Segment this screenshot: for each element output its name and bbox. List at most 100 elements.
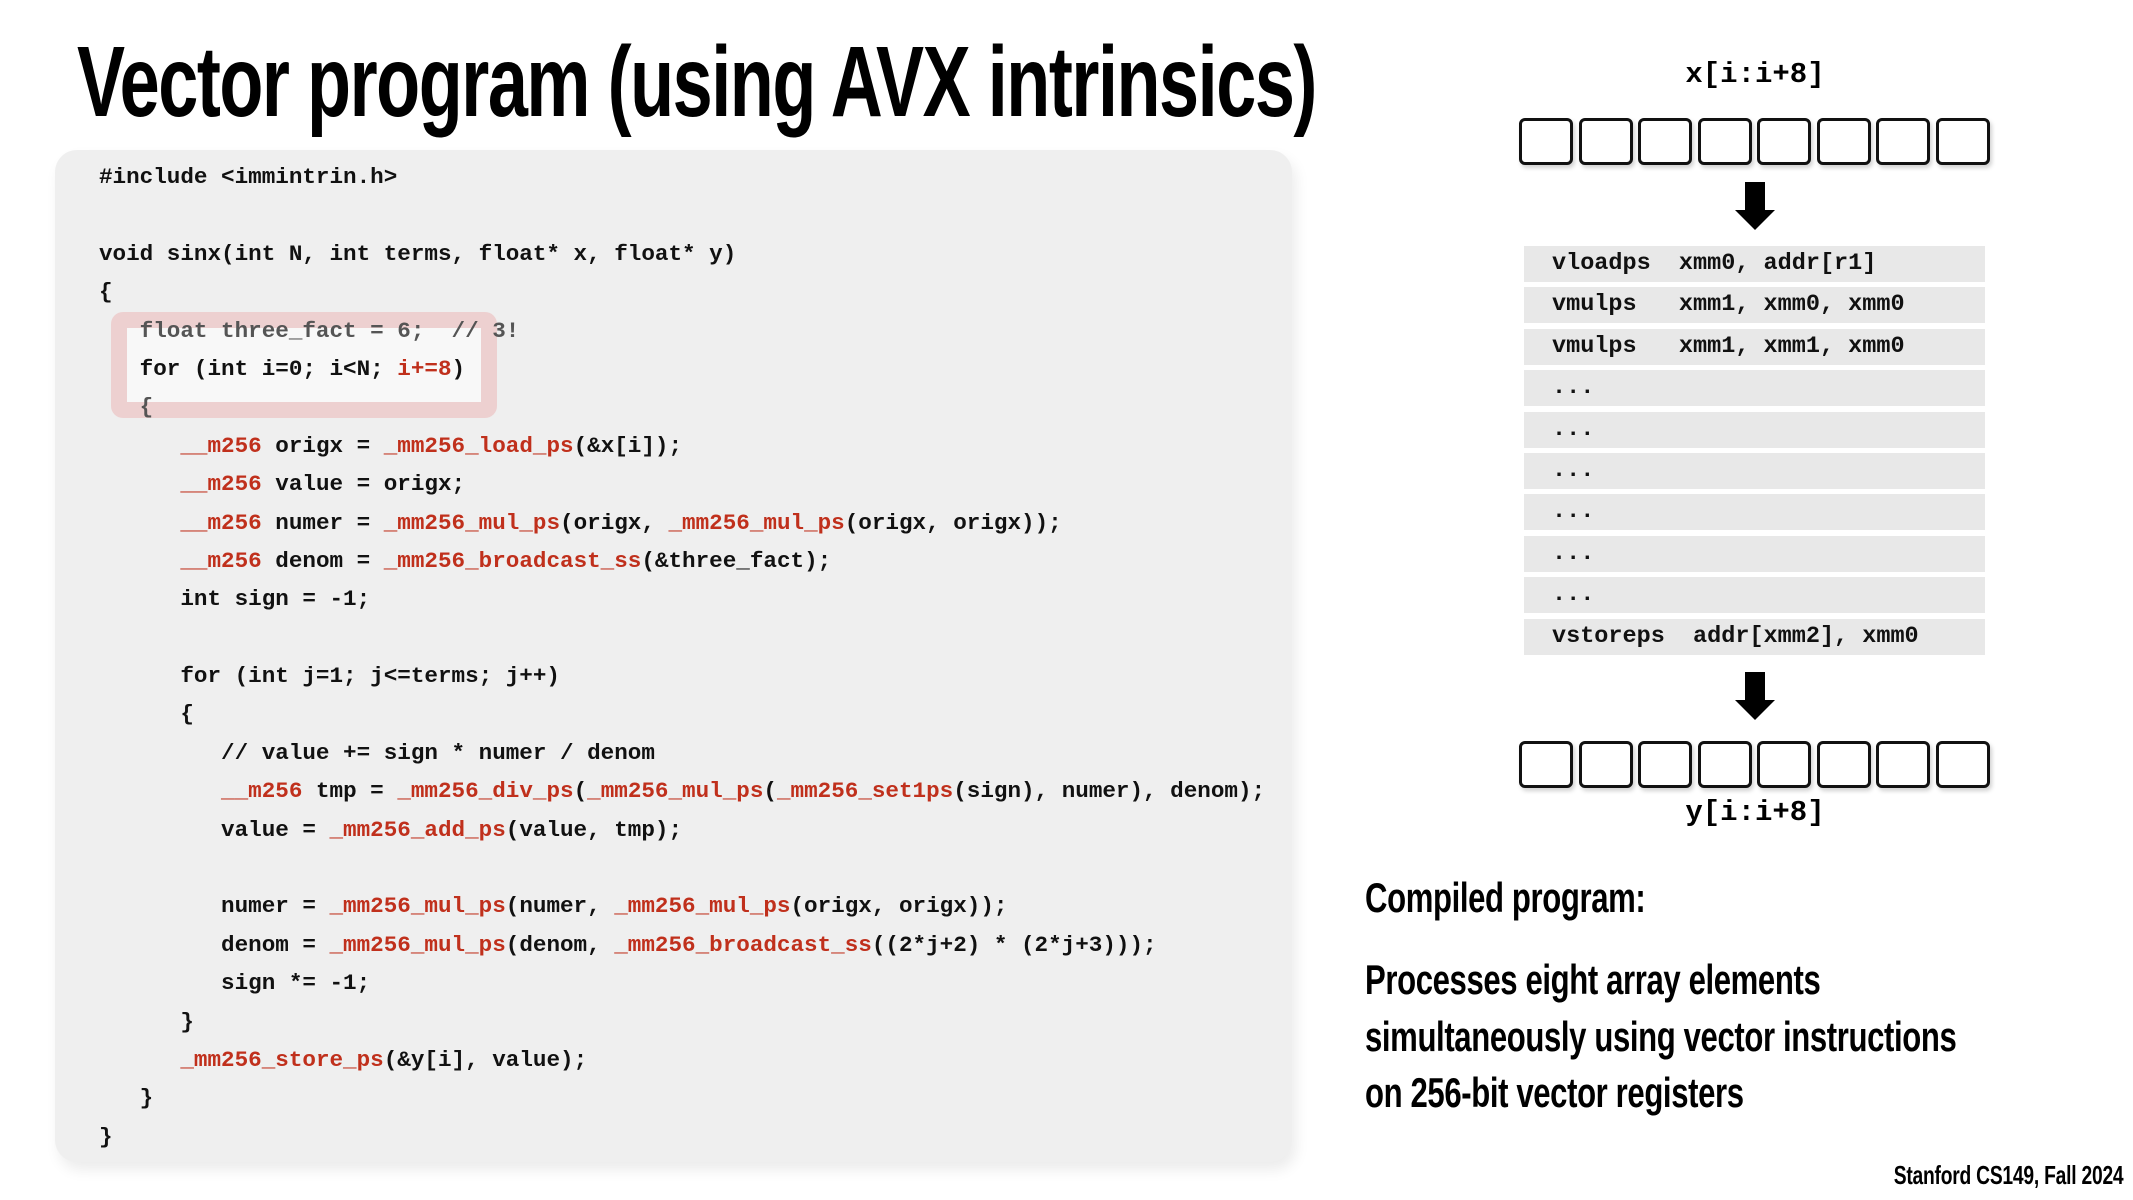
code-text: for (int j=1; j<=terms; j++) xyxy=(99,663,560,690)
code-text: for (int i=0; i<N; xyxy=(99,355,398,382)
code-text: (origx, xyxy=(560,509,669,536)
vector-lane xyxy=(1935,118,1990,165)
code-text: (origx, origx)); xyxy=(844,509,1062,536)
code-text: (value, tmp); xyxy=(505,816,683,843)
code-text: // value += sign * numer / denom xyxy=(99,739,655,766)
code-text: ((2*j+2) * (2*j+3))); xyxy=(871,931,1157,958)
vector-lane xyxy=(1876,118,1930,165)
instruction-row: ... xyxy=(1524,370,1985,407)
code-line xyxy=(99,196,1265,234)
vector-lane xyxy=(1876,741,1930,788)
caption-line: Processes eight array elements xyxy=(1365,956,1821,1003)
vector-lane xyxy=(1578,118,1633,165)
code-text: denom = xyxy=(261,547,384,574)
code-text: tmp = xyxy=(302,778,398,805)
code-text: (&three_fact); xyxy=(641,547,832,574)
loop-highlight-box xyxy=(111,312,497,418)
vector-lane xyxy=(1697,118,1752,165)
vector-lane xyxy=(1757,741,1811,788)
code-line: float three_fact = 6; // 3! xyxy=(99,312,1265,350)
code-line: __m256 origx = _mm256_load_ps(&x[i]); xyxy=(99,427,1265,465)
code-text: value = xyxy=(99,816,330,843)
code-line: int sign = -1; xyxy=(99,580,1265,618)
code-line: for (int i=0; i<N; i+=8) xyxy=(99,350,1265,388)
code-text: origx = xyxy=(261,432,384,459)
code-line: { xyxy=(99,273,1265,311)
code-text: { xyxy=(99,279,113,306)
code-line: void sinx(int N, int terms, float* x, fl… xyxy=(99,235,1265,273)
code-text: (origx, origx)); xyxy=(790,893,1008,920)
code-line: } xyxy=(99,1079,1265,1117)
vector-lane xyxy=(1816,741,1871,788)
code-line: __m256 denom = _mm256_broadcast_ss(&thre… xyxy=(99,542,1265,580)
output-vector-register xyxy=(1519,741,1990,788)
code-intrinsic: _mm256_mul_ps xyxy=(668,509,845,536)
code-intrinsic: _mm256_mul_ps xyxy=(383,509,561,536)
code-text: { xyxy=(99,394,154,421)
code-line: __m256 value = origx; xyxy=(99,465,1265,503)
instruction-row: ... xyxy=(1524,535,1985,572)
instruction-list: vloadps xmm0, addr[r1] vmulps xmm1, xmm0,… xyxy=(1524,246,1985,660)
code-line: // value += sign * numer / denom xyxy=(99,734,1265,772)
instruction-row: ... xyxy=(1524,452,1985,489)
code-intrinsic: i+=8 xyxy=(397,355,452,382)
vector-lane xyxy=(1519,118,1573,165)
code-line: } xyxy=(99,1003,1265,1041)
code-text: numer = xyxy=(99,893,330,920)
instruction-row: vstoreps addr[xmm2], xmm0 xyxy=(1524,618,1985,655)
vector-lane xyxy=(1578,741,1633,788)
caption-heading: Compiled program: xyxy=(1365,874,1646,921)
output-array-label: y[i:i+8] xyxy=(1685,796,1825,829)
code-text: ( xyxy=(763,778,777,805)
code-text: #include <immintrin.h> xyxy=(99,164,398,190)
vector-lane xyxy=(1816,118,1871,165)
code-text xyxy=(99,1047,180,1073)
code-intrinsic: __m256 xyxy=(180,547,262,574)
code-intrinsic: _mm256_broadcast_ss xyxy=(614,931,872,958)
code-text: int sign = -1; xyxy=(99,586,371,613)
code-intrinsic: _mm256_mul_ps xyxy=(614,893,791,920)
code-intrinsic: __m256 xyxy=(180,509,262,536)
instruction-row: vmulps xmm1, xmm1, xmm0 xyxy=(1524,328,1985,365)
code-text: denom = xyxy=(99,931,330,958)
code-text: void sinx(int N, int terms, float* x, fl… xyxy=(99,240,737,267)
code-line: sign *= -1; xyxy=(99,964,1265,1002)
code-text: value = origx; xyxy=(261,471,466,498)
code-intrinsic: __m256 xyxy=(180,432,262,459)
code-line: numer = _mm256_mul_ps(numer, _mm256_mul_… xyxy=(99,887,1265,925)
caption-line: simultaneously using vector instructions xyxy=(1365,1012,1957,1060)
code-intrinsic: _mm256_div_ps xyxy=(397,778,574,805)
code-intrinsic: _mm256_broadcast_ss xyxy=(383,547,642,574)
code-text: float three_fact = 6; // 3! xyxy=(99,317,520,344)
vector-lane xyxy=(1638,118,1692,165)
code-listing: #include <immintrin.h> void sinx(int N, i… xyxy=(99,158,1265,1156)
code-line: __m256 numer = _mm256_mul_ps(origx, _mm2… xyxy=(99,504,1265,542)
instruction-row: vmulps xmm1, xmm0, xmm0 xyxy=(1524,287,1985,324)
code-intrinsic: _mm256_mul_ps xyxy=(329,893,506,920)
instruction-row: ... xyxy=(1524,577,1985,614)
code-line: _mm256_store_ps(&y[i], value); xyxy=(99,1041,1265,1079)
input-vector-register xyxy=(1519,118,1990,165)
code-line xyxy=(99,619,1265,657)
vector-lane xyxy=(1697,741,1752,788)
vector-lane xyxy=(1935,741,1990,788)
code-text: (sign), numer), denom); xyxy=(953,778,1266,805)
course-footer: Stanford CS149, Fall 2024 xyxy=(1893,1160,2123,1190)
code-intrinsic: __m256 xyxy=(180,471,262,498)
code-text: numer = xyxy=(261,509,384,536)
code-line: { xyxy=(99,388,1265,426)
code-text: { xyxy=(99,701,194,728)
code-text: ) xyxy=(451,355,466,382)
code-line: #include <immintrin.h> xyxy=(99,158,1265,196)
code-text xyxy=(99,471,180,497)
vector-lane xyxy=(1638,741,1692,788)
code-intrinsic: _mm256_add_ps xyxy=(329,816,506,843)
slide-title: Vector program (using AVX intrinsics) xyxy=(77,26,1317,138)
caption-line: on 256-bit vector registers xyxy=(1365,1069,1744,1116)
code-intrinsic: _mm256_mul_ps xyxy=(329,931,506,958)
down-arrow-icon xyxy=(1735,672,1775,720)
code-line: value = _mm256_add_ps(value, tmp); xyxy=(99,811,1265,849)
instruction-row: vloadps xmm0, addr[r1] xyxy=(1524,246,1985,282)
input-array-label: x[i:i+8] xyxy=(1685,58,1825,91)
vector-lane xyxy=(1519,741,1573,788)
